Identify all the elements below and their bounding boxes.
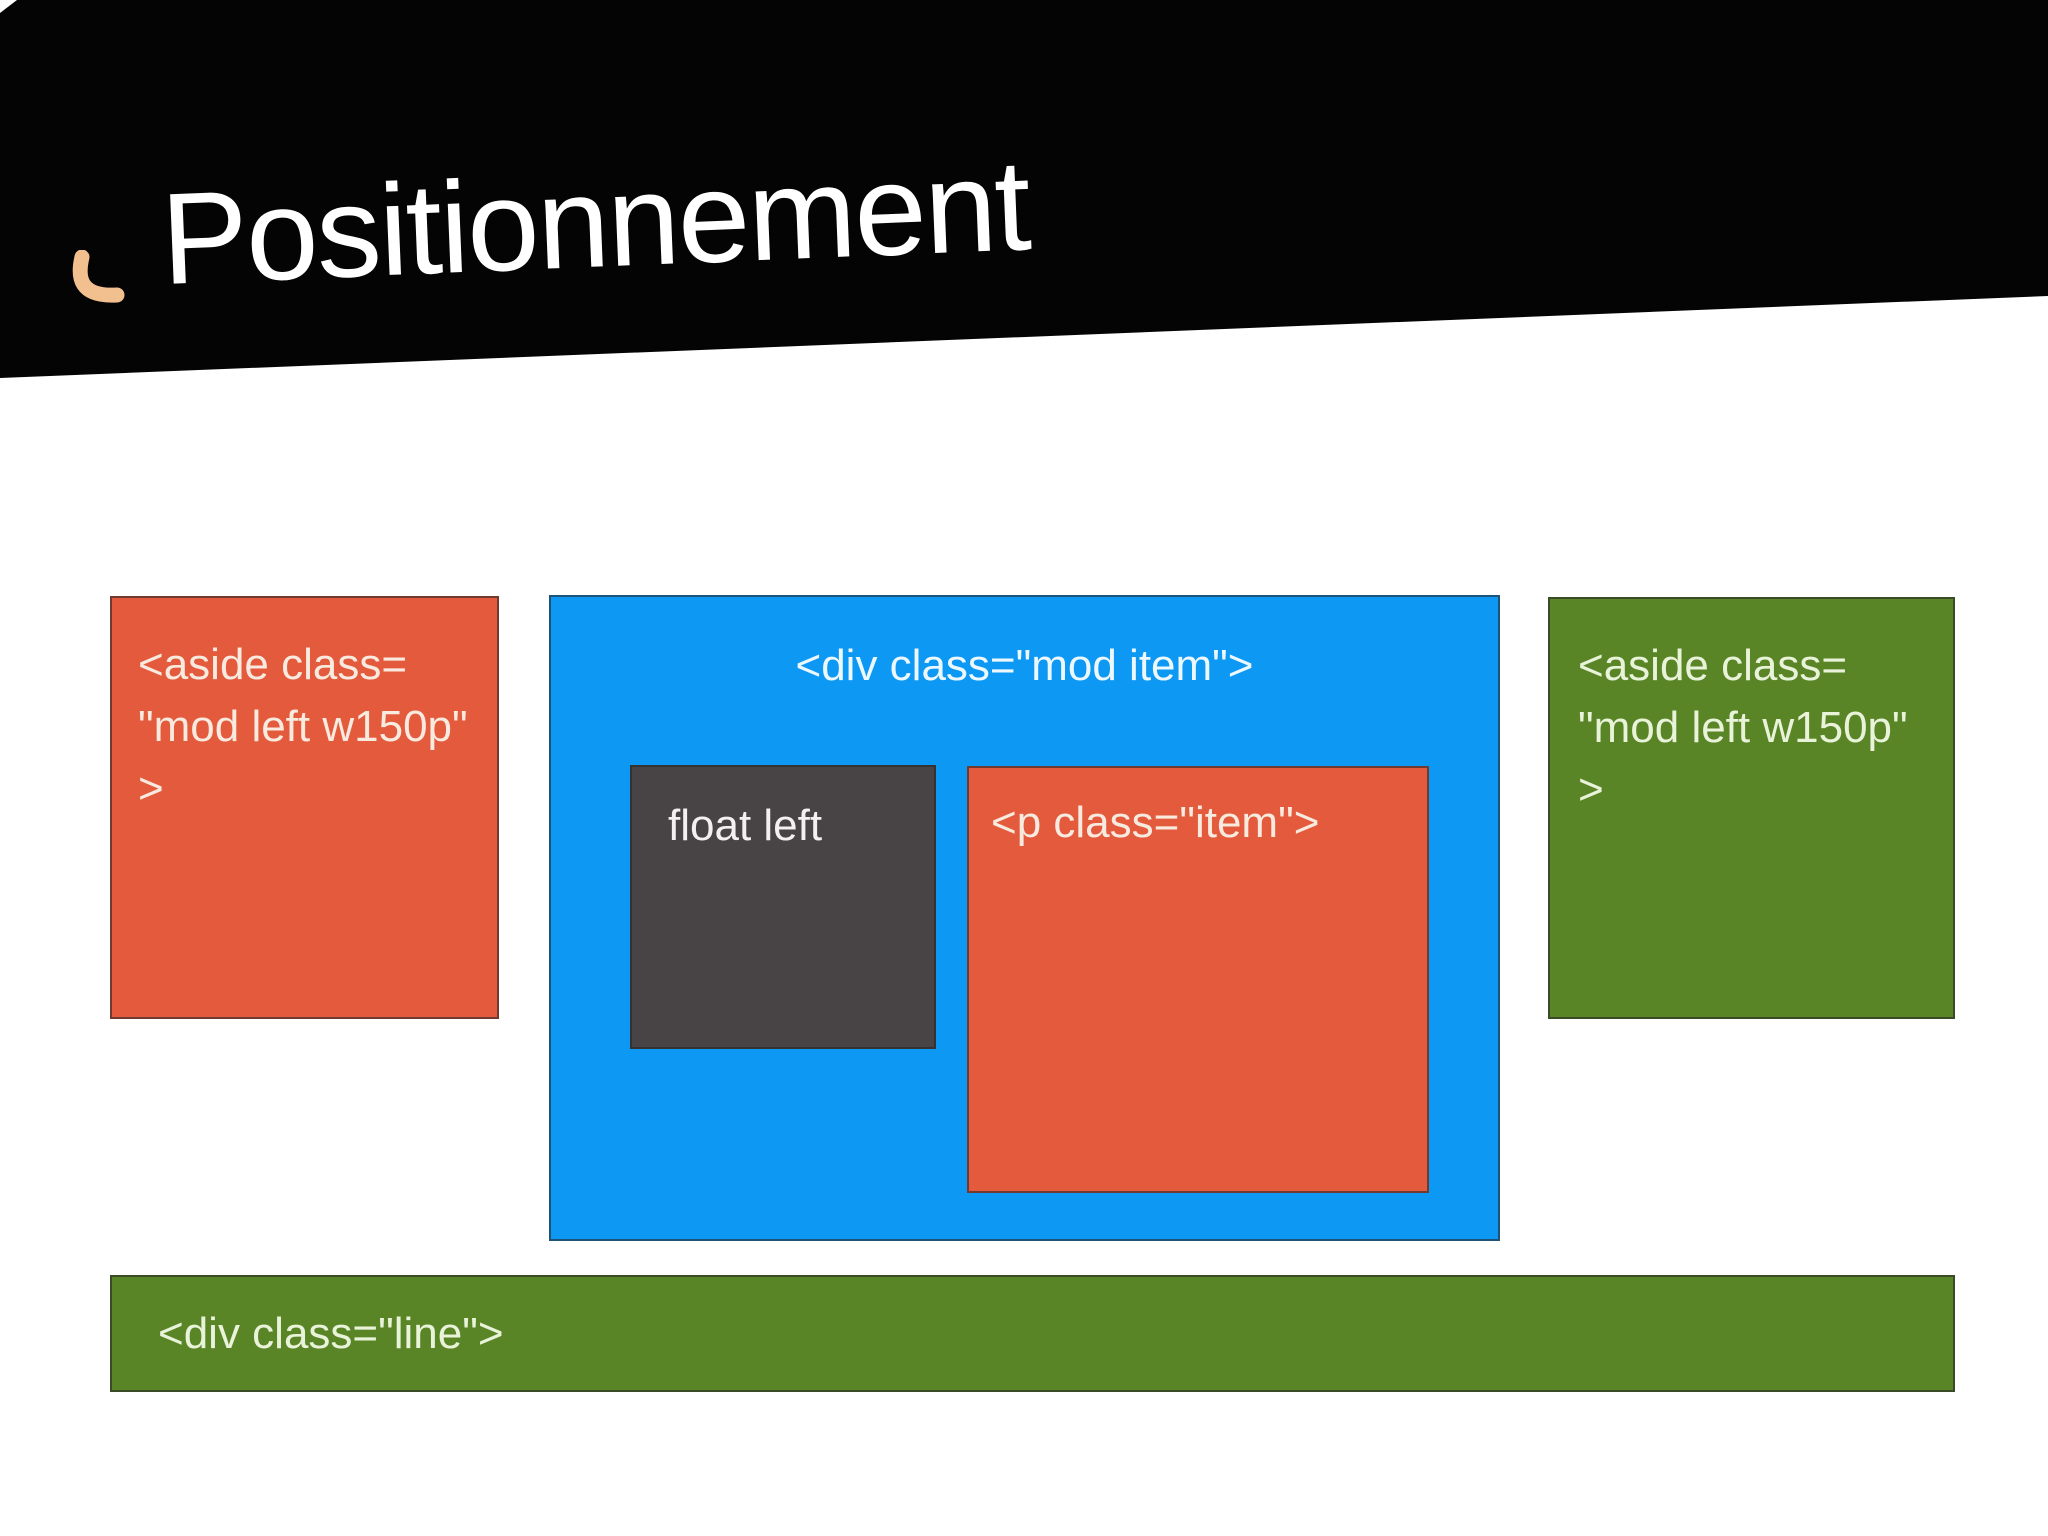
line-bar-box: <div class="line"> xyxy=(110,1275,1955,1392)
line-bar-label: <div class="line"> xyxy=(158,1308,504,1358)
aside-left-text-line: > xyxy=(138,764,164,813)
title-banner: Positionnement xyxy=(0,0,2048,378)
aside-right-box: <aside class= "mod left w150p" > xyxy=(1548,597,1955,1019)
aside-left-box: <aside class= "mod left w150p" > xyxy=(110,596,499,1019)
aside-left-text-line: <aside class= xyxy=(138,640,408,689)
accent-swoosh-icon xyxy=(72,250,125,303)
aside-right-text-line: <aside class= xyxy=(1578,641,1848,690)
p-item-label: <p class="item"> xyxy=(991,798,1320,847)
p-item-box: <p class="item"> xyxy=(967,766,1429,1193)
mod-item-label: <div class="mod item"> xyxy=(795,641,1254,690)
slide-title: Positionnement xyxy=(158,131,1032,312)
aside-right-text-line: > xyxy=(1578,765,1604,814)
aside-right-text-line: "mod left w150p" xyxy=(1578,703,1908,752)
float-left-label: float left xyxy=(668,801,823,850)
aside-left-text-line: "mod left w150p" xyxy=(138,702,468,751)
float-left-box: float left xyxy=(630,765,936,1049)
